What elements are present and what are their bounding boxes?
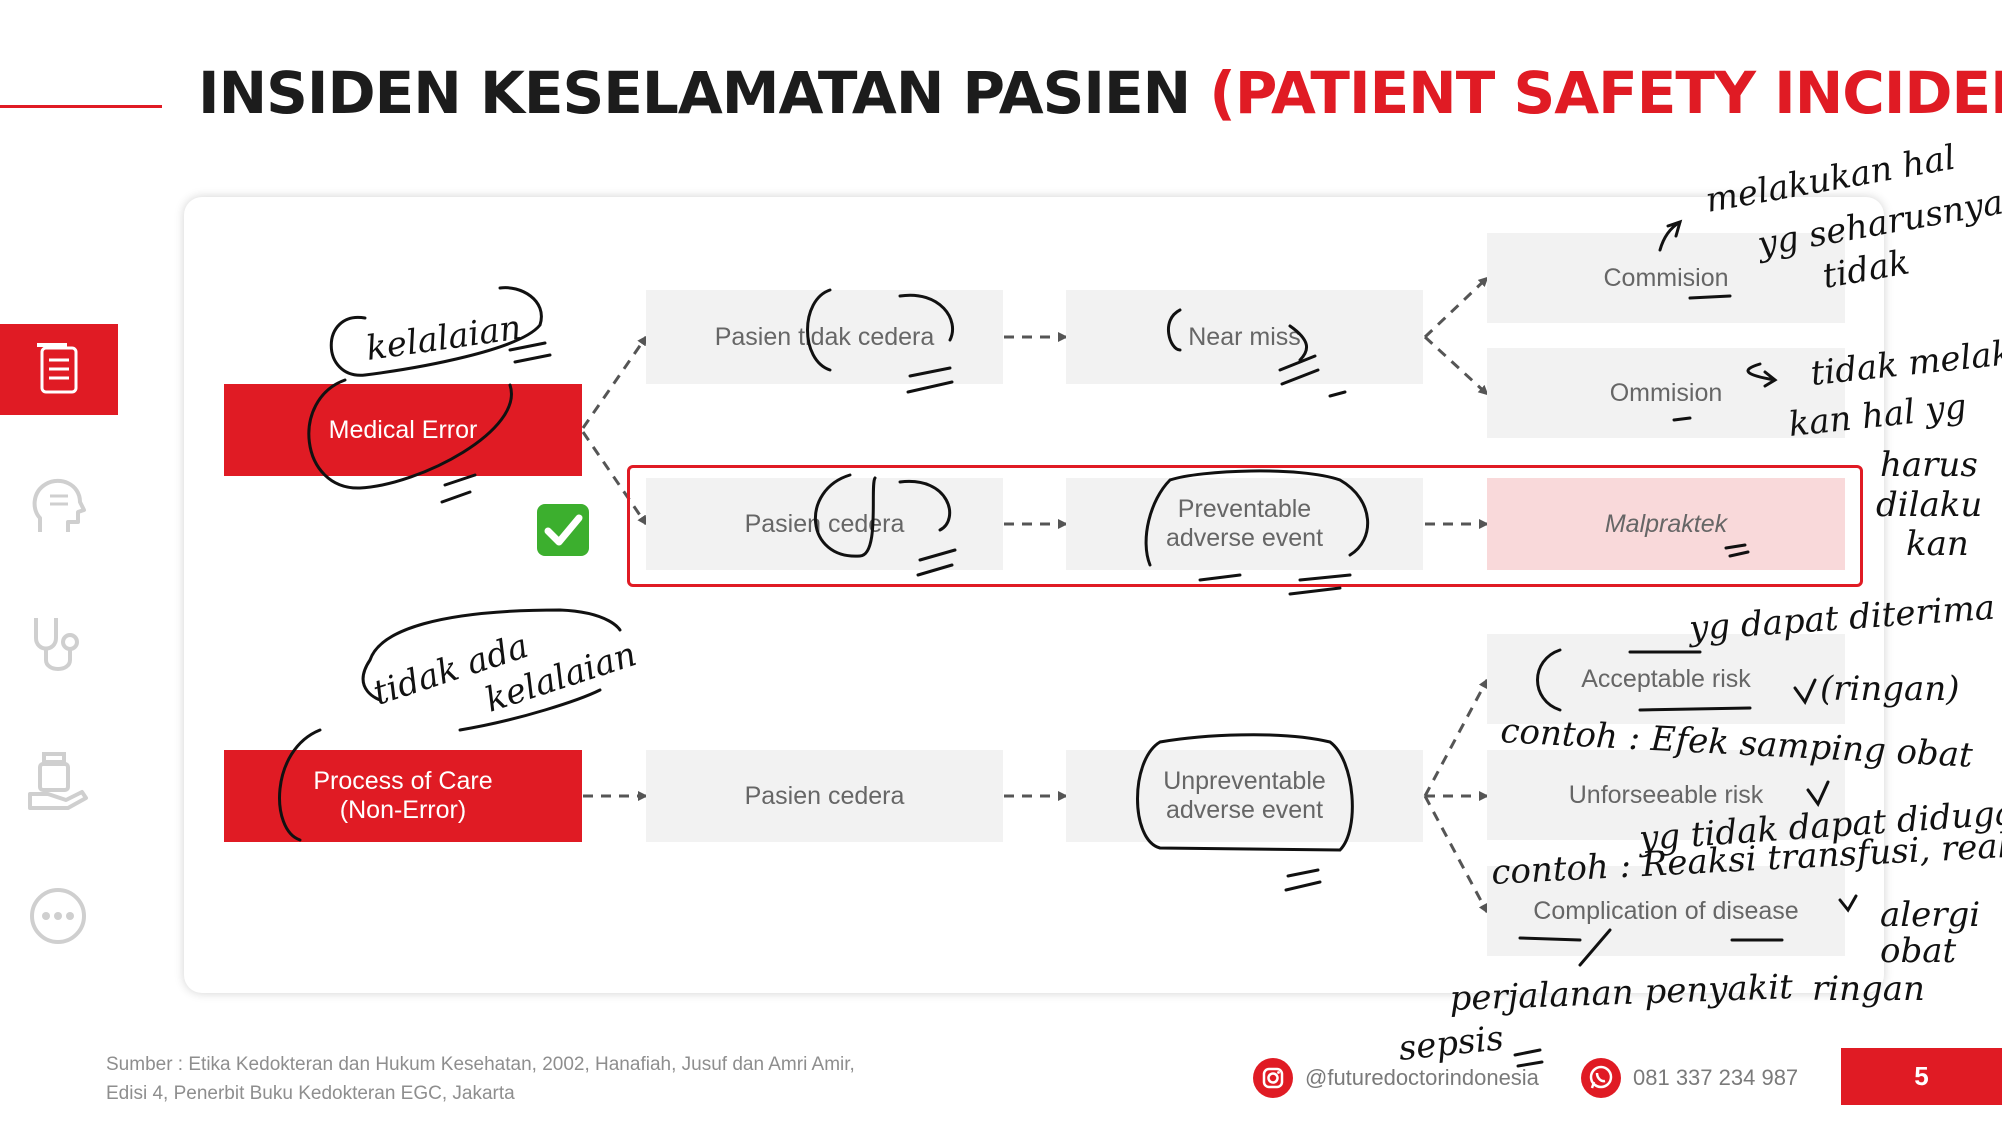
page-title: INSIDEN KESELAMATAN PASIEN (PATIENT SAFE…: [198, 58, 2002, 128]
underline-kelalaian: [508, 341, 552, 364]
source-line-2: Edisi 4, Penerbit Buku Kedokteran EGC, J…: [106, 1083, 515, 1104]
mark-cedera: [916, 548, 957, 577]
note-ommision-3: harus: [1880, 445, 1978, 485]
ommision-box: Ommision: [1487, 348, 1845, 438]
title-underline: [0, 105, 162, 108]
check-icon: [537, 504, 589, 556]
mark-medical: [440, 473, 477, 504]
circle-medical-error: [307, 378, 513, 490]
sidebar-item-more[interactable]: [26, 884, 92, 950]
circle-cedera: [814, 473, 951, 558]
mark-malpraktek: [1724, 543, 1750, 558]
circle-tidak: [806, 288, 954, 372]
medicine-hand-icon: [28, 752, 88, 810]
instagram-icon: [1253, 1058, 1293, 1098]
head-icon: [32, 478, 86, 532]
sidebar-item-head[interactable]: [26, 474, 92, 540]
complication-box: Complication of disease: [1487, 866, 1845, 956]
note-ommision-2: kan hal yg: [1787, 387, 1969, 445]
arrow-commision: [1658, 219, 1683, 252]
note-acceptable-example: contoh : Efek samping obat: [1500, 711, 1974, 776]
process-of-care-box: Process of Care (Non-Error): [224, 750, 582, 842]
sidebar-item-document[interactable]: [0, 324, 118, 415]
title-main: INSIDEN KESELAMATAN PASIEN: [198, 59, 1210, 127]
note-kelalaian: kelalaian: [364, 308, 524, 369]
source-line-1: Sumber : Etika Kedokteran dan Hukum Kese…: [106, 1054, 855, 1075]
note-ommision-5: kan: [1906, 524, 1969, 564]
source-citation: Sumber : Etika Kedokteran dan Hukum Kese…: [106, 1050, 1006, 1108]
mark-tidak: [906, 366, 954, 394]
note-allergy-1: alergi: [1880, 895, 1980, 935]
sidebar-item-stethoscope[interactable]: [26, 612, 92, 678]
mark-unprev: [1284, 868, 1322, 892]
arrow-near-miss-ommision: [1423, 335, 1489, 396]
pasien-cedera-nonerror-box: Pasien cedera: [646, 750, 1003, 842]
whatsapp-contact[interactable]: 081 337 234 987: [1581, 1058, 1798, 1098]
underline-ommision: [1672, 416, 1692, 422]
medical-error-box: Medical Error: [224, 384, 582, 476]
instagram-handle: @futuredoctorindonesia: [1305, 1065, 1539, 1090]
circle-process: [278, 688, 602, 842]
arrow-unprev-complication: [1423, 795, 1489, 914]
note-ommision-1: tidak melako: [1809, 331, 2002, 394]
cloud-tidak-ada: [361, 608, 622, 702]
circle-kelalaian: [329, 286, 543, 377]
malpraktek-highlight-frame: [627, 465, 1863, 587]
commision-box: Commision: [1487, 233, 1845, 323]
stethoscope-icon: [34, 618, 79, 671]
arrow-near-miss-commision: [1423, 276, 1489, 339]
arrow-unprev-acceptable: [1423, 678, 1489, 797]
check-acceptable: [1793, 678, 1817, 705]
circle-acceptable: [1536, 648, 1752, 712]
document-icon: [37, 343, 78, 394]
circle-near-miss: [1167, 308, 1309, 362]
note-perjalanan: perjalanan penyakit: [1449, 967, 1794, 1019]
mark-near-miss: [1278, 354, 1347, 398]
note-allergy-2: obat: [1880, 931, 1957, 971]
unpreventable-box: Unpreventable adverse event: [1066, 750, 1423, 842]
cloud-unpreventable: [1136, 733, 1354, 852]
preventable-box: Preventable adverse event: [1066, 478, 1423, 570]
sidebar-item-medicine[interactable]: [26, 748, 92, 814]
note-acceptable-2: (ringan): [1820, 669, 1960, 709]
arrow-error-tidak-cedera: [581, 335, 648, 429]
near-miss-box: Near miss: [1066, 290, 1423, 384]
title-highlight: (PATIENT SAFETY INCIDENT): [1209, 59, 2002, 127]
underline-commision: [1688, 294, 1732, 300]
page-number: 5: [1841, 1048, 2002, 1105]
note-allergy-3: ringan: [1812, 969, 1925, 1009]
whatsapp-icon: [1581, 1058, 1621, 1098]
whatsapp-number: 081 337 234 987: [1633, 1065, 1799, 1090]
mark-preventable: [1198, 573, 1352, 596]
more-icon: [30, 888, 86, 944]
check-complication: [1838, 894, 1858, 913]
note-ommision-4: dilaku: [1876, 485, 1982, 525]
unforseeable-risk-box: Unforseeable risk: [1487, 750, 1845, 840]
arrow-ommision: [1746, 362, 1778, 388]
instagram-contact[interactable]: @futuredoctorindonesia: [1253, 1058, 1539, 1098]
malpraktek-box: Malpraktek: [1487, 478, 1845, 570]
underline-complication: [1518, 936, 1784, 942]
note-acceptable-1: yg dapat diterima: [1686, 588, 1996, 649]
mark-sepsis: [1513, 1048, 1544, 1068]
check-unforseeable: [1806, 780, 1830, 807]
diagram-card: [184, 197, 1884, 993]
cloud-preventable: [1144, 469, 1370, 567]
line-perjalanan: [1578, 928, 1612, 967]
arrow-error-cedera: [581, 431, 648, 526]
